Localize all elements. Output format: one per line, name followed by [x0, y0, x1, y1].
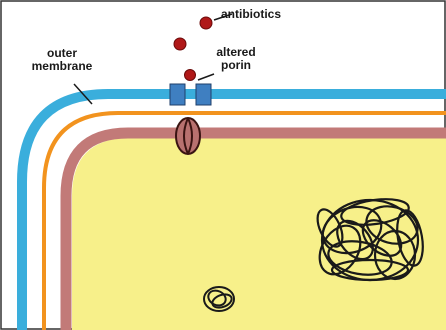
cytoplasm [72, 138, 446, 330]
antibiotic-molecule [174, 38, 186, 50]
antibiotic-molecule [200, 17, 212, 29]
antibiotics-label-text: antibiotics [221, 8, 281, 21]
antibiotics-label: antibiotics [221, 8, 281, 21]
porin-block-right [196, 84, 211, 105]
outer-membrane-label: outer membrane [22, 47, 102, 73]
outer-membrane-label-line2: membrane [22, 60, 102, 73]
antibiotic-molecule [185, 70, 196, 81]
porin-block-left [170, 84, 185, 105]
membrane-channel [176, 118, 200, 154]
altered-porin-label: altered porin [214, 46, 258, 72]
altered-porin-label-line2: porin [214, 59, 258, 72]
